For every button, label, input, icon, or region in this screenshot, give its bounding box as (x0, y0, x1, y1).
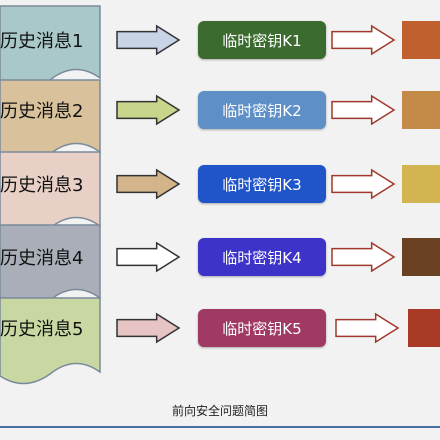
cipher-block-3 (402, 165, 440, 203)
key-box-2: 临时密钥K2 (198, 91, 326, 129)
arrow-to-cipher-1 (331, 24, 396, 56)
arrow-to-key-4 (116, 241, 181, 273)
diagram-caption: 前向安全问题简图 (171, 404, 268, 418)
arrow-to-key-2 (116, 94, 181, 126)
key-box-4: 临时密钥K4 (198, 238, 326, 276)
message-page-5 (0, 297, 101, 385)
arrow-to-key-3 (116, 168, 181, 200)
bottom-divider (0, 426, 440, 428)
message-label-4: 历史消息4 (0, 248, 84, 269)
arrow-to-key-5 (116, 312, 181, 344)
cipher-block-5 (408, 309, 440, 347)
arrow-to-cipher-5 (335, 312, 400, 344)
message-label-5: 历史消息5 (0, 319, 84, 340)
key-box-3: 临时密钥K3 (198, 165, 326, 203)
arrow-to-key-1 (116, 24, 181, 56)
arrow-to-cipher-4 (331, 241, 396, 273)
cipher-block-4 (402, 238, 440, 276)
message-label-3: 历史消息3 (0, 175, 84, 196)
cipher-block-1 (402, 21, 440, 59)
message-label-2: 历史消息2 (0, 101, 84, 122)
message-label-1: 历史消息1 (0, 31, 84, 52)
arrow-to-cipher-3 (331, 168, 396, 200)
cipher-block-2 (402, 91, 440, 129)
arrow-to-cipher-2 (331, 94, 396, 126)
key-box-1: 临时密钥K1 (198, 21, 326, 59)
key-box-5: 临时密钥K5 (198, 309, 326, 347)
